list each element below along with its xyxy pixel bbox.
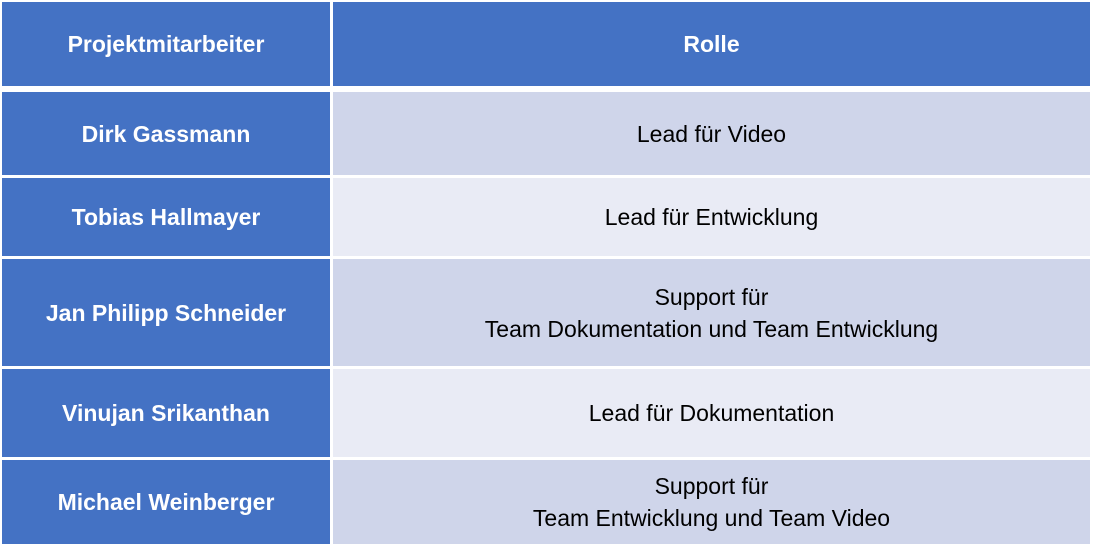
header-projektmitarbeiter: Projektmitarbeiter [2, 2, 330, 86]
role-text: Lead für Video [636, 120, 787, 147]
table-row-name: Tobias Hallmayer [2, 178, 330, 256]
table-row-name: Jan Philipp Schneider [2, 259, 330, 366]
table-row-name: Michael Weinberger [2, 460, 330, 544]
role-text: Support für Team Dokumentation und Team … [484, 283, 939, 342]
table-row-role: Support für Team Dokumentation und Team … [333, 259, 1090, 366]
role-text: Lead für Dokumentation [588, 400, 835, 426]
table-row-role: Lead für Entwicklung [333, 178, 1090, 256]
table-row-role: Lead für Video [333, 92, 1090, 175]
table-row-name: Vinujan Srikanthan [2, 369, 330, 457]
header-rolle: Rolle [333, 2, 1090, 86]
table-row-role: Lead für Dokumentation [333, 369, 1090, 457]
role-text: Lead für Entwicklung [604, 204, 819, 230]
table-row-name: Dirk Gassmann [2, 92, 330, 175]
role-text: Support für Team Entwicklung und Team Vi… [532, 473, 891, 531]
table-row-role: Support für Team Entwicklung und Team Vi… [333, 460, 1090, 544]
